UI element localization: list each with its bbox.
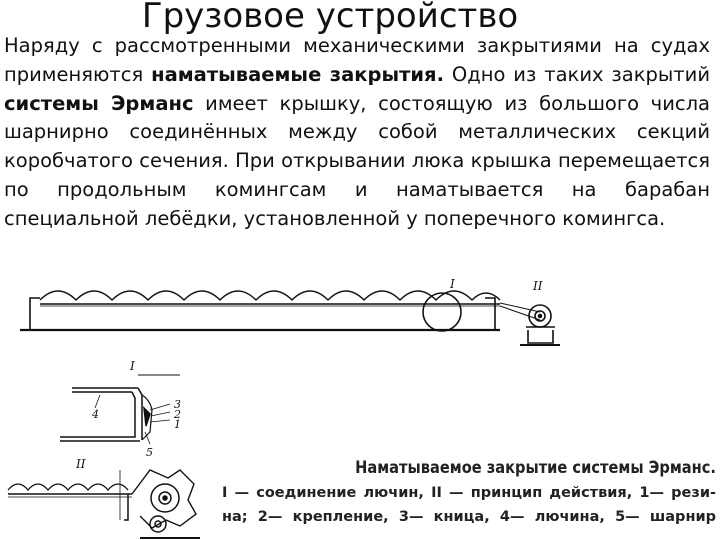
caption-line-2: на; 2— крепление, 3— кница, 4— лючина, 5… <box>222 509 716 525</box>
figure-caption: Наматываемое закрытие системы Эрманс. I … <box>222 455 716 529</box>
bold-term-ermans-system: системы Эрманс <box>4 91 194 115</box>
caption-line-1: I — соединение лючин, II — принцип дейст… <box>222 485 716 501</box>
label-1: 1 <box>174 418 181 431</box>
label-4: 4 <box>91 408 99 421</box>
text-part-3: имеет крышку, состоящую из большого числ… <box>4 91 710 230</box>
bold-term-rolling-covers: наматываемые закрытия. <box>151 62 444 86</box>
body-paragraph: Наряду с рассмотренными механическими за… <box>4 32 710 270</box>
label-3: 3 <box>174 398 181 411</box>
hatch-side-view <box>20 290 560 346</box>
label-2: 2 <box>173 408 181 421</box>
label-5: 5 <box>146 446 153 459</box>
mark-I-detail: I <box>129 359 135 373</box>
hatch-cover-diagram: I II I 3 2 1 4 5 II <box>7 277 560 539</box>
mark-II-top: II <box>532 279 543 293</box>
text-part-2: Одно из таких закрытий <box>444 62 710 86</box>
page-title: Грузовое устройство <box>141 0 519 36</box>
text-part-1: Наряду с рассмотренными механическими за… <box>4 34 710 86</box>
detail-I-joint <box>60 374 180 445</box>
mark-I-top: I <box>449 277 455 291</box>
detail-II-winding <box>7 469 200 539</box>
caption-title: Наматываемое закрытие системы Эрманс. <box>355 458 716 478</box>
mark-II-detail: II <box>75 457 86 471</box>
